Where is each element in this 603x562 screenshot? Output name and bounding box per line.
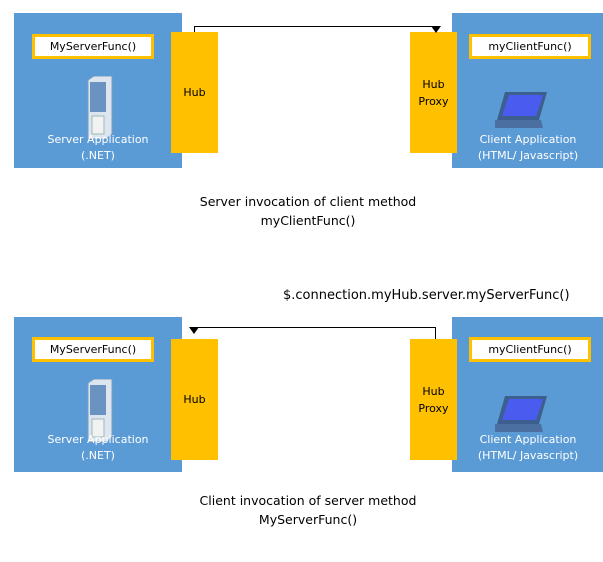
server-application-box: MyServerFunc() Server Application (.NET)	[14, 317, 182, 472]
hub-bar: Hub	[171, 339, 218, 460]
client-app-platform: (HTML/ Javascript)	[477, 449, 579, 462]
hub-proxy-label-1: Hub	[422, 384, 445, 398]
server-app-label: Server Application	[47, 433, 149, 446]
hub-proxy-label-2: Proxy	[418, 94, 449, 108]
connector-line	[194, 26, 195, 32]
client-application-box: myClientFunc() Client Application (HTML/…	[452, 13, 603, 168]
server-app-label: Server Application	[47, 133, 149, 146]
caption-line-2: myClientFunc()	[260, 213, 356, 228]
client-func-box: myClientFunc()	[469, 34, 591, 59]
server-application-box: MyServerFunc() Server Application (.NET)	[14, 13, 182, 168]
connector-line	[194, 327, 436, 328]
call-label: $.connection.myHub.server.myServerFunc()	[283, 288, 570, 303]
server-func-box: MyServerFunc()	[32, 337, 154, 362]
laptop-icon	[495, 396, 547, 432]
connector-line	[194, 26, 436, 27]
connector-line	[435, 327, 436, 339]
client-app-label: Client Application	[479, 133, 577, 146]
arrowhead-icon	[431, 26, 441, 33]
hub-bar: Hub	[171, 32, 218, 153]
caption-line-2: MyServerFunc()	[258, 512, 358, 527]
server-icon	[87, 76, 113, 139]
client-application-box: myClientFunc() Client Application (HTML/…	[452, 317, 603, 472]
client-app-label: Client Application	[479, 433, 577, 446]
server-app-platform: (.NET)	[81, 449, 115, 462]
caption-line-1: Client invocation of server method	[199, 493, 417, 508]
hub-proxy-label-1: Hub	[422, 77, 445, 91]
server-app-platform: (.NET)	[81, 149, 115, 162]
caption-line-1: Server invocation of client method	[199, 194, 417, 209]
server-icon	[87, 379, 113, 442]
server-func-box: MyServerFunc()	[32, 34, 154, 59]
server-invokes-client-panel: MyServerFunc() Server Application (.NET)…	[0, 0, 603, 240]
laptop-icon	[495, 92, 547, 128]
client-invokes-server-panel: $.connection.myHub.server.myServerFunc()…	[0, 280, 603, 540]
client-app-platform: (HTML/ Javascript)	[477, 149, 579, 162]
hub-label: Hub	[183, 86, 206, 99]
hub-proxy-label-2: Proxy	[418, 401, 449, 415]
arrowhead-icon	[189, 327, 199, 334]
hub-label: Hub	[183, 393, 206, 406]
client-func-box: myClientFunc()	[469, 337, 591, 362]
